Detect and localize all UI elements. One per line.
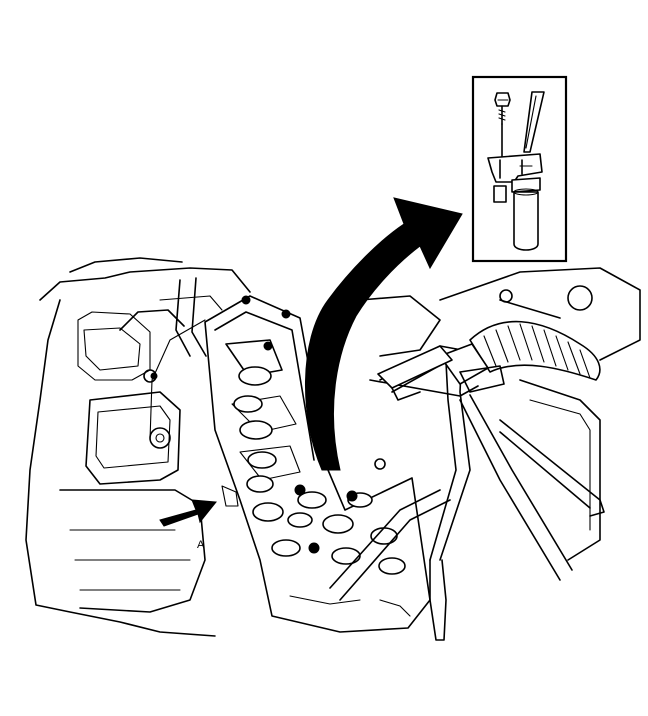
- bolt-icon: [494, 92, 511, 161]
- connector-bracket: [377, 345, 453, 401]
- inset-detail-box: [471, 75, 568, 263]
- valve-spools: [233, 366, 406, 575]
- pointer-arrow: [159, 499, 217, 527]
- wiring-connector-icon: [487, 153, 543, 251]
- curved-transfer-arrow-icon: [305, 197, 463, 471]
- corrugated-hose: [439, 320, 601, 393]
- wiring-harness-icon: [523, 91, 545, 153]
- valve-body-bolts: [150, 295, 386, 554]
- callout-label-a: A: [197, 539, 205, 551]
- valve-body: [150, 295, 431, 633]
- right-components: [359, 267, 641, 561]
